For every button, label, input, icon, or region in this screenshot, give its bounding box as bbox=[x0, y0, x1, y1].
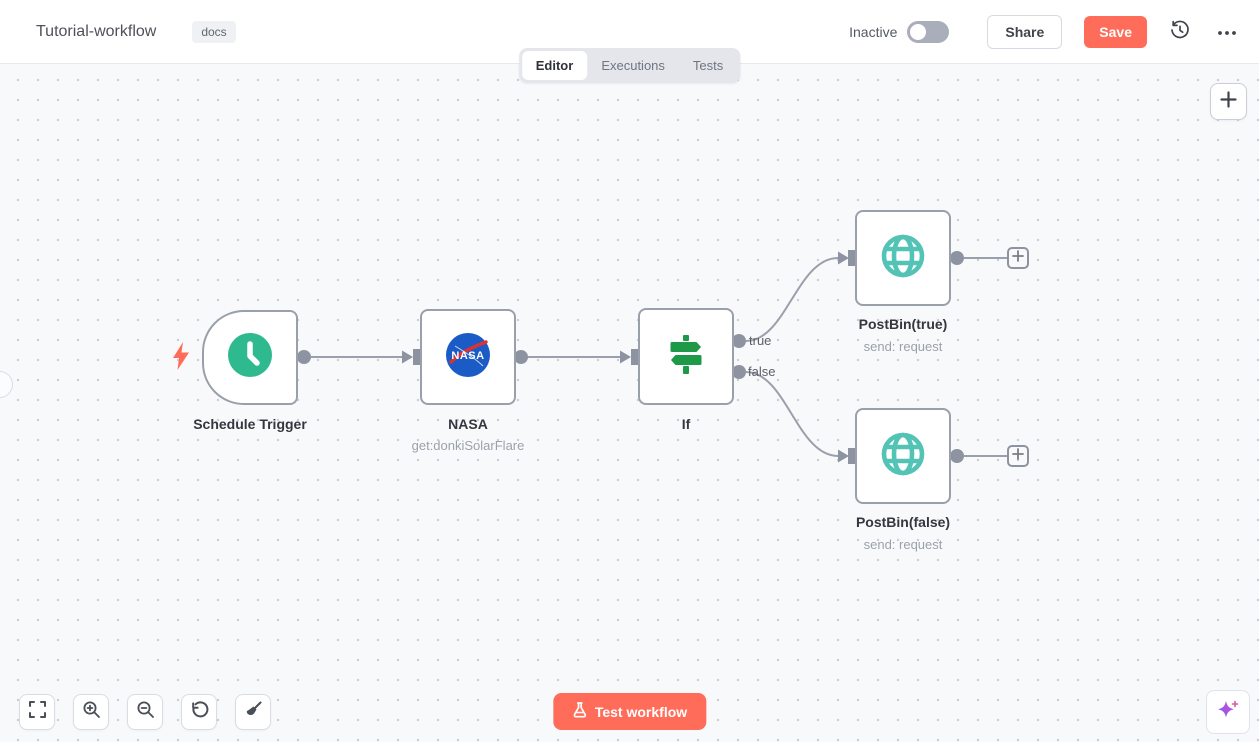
globe-icon bbox=[879, 232, 927, 285]
share-button[interactable]: Share bbox=[987, 14, 1063, 49]
node-subtitle-postbin-false: send: request bbox=[863, 537, 943, 552]
zoom-out-button[interactable] bbox=[127, 694, 163, 730]
add-node-button[interactable] bbox=[1210, 83, 1247, 120]
header: Tutorial-workflow docs Inactive Share Sa… bbox=[0, 0, 1259, 64]
connection-edges bbox=[297, 250, 1007, 464]
plus-icon bbox=[1012, 250, 1024, 266]
node-label-postbin-false: PostBin(false) bbox=[855, 514, 951, 530]
add-node-from-postbin-false-button[interactable] bbox=[1007, 445, 1029, 467]
more-options-button[interactable] bbox=[1213, 18, 1241, 46]
reset-zoom-icon bbox=[190, 700, 209, 724]
fit-view-button[interactable] bbox=[19, 694, 55, 730]
reset-zoom-button[interactable] bbox=[181, 694, 217, 730]
globe-icon bbox=[879, 430, 927, 483]
clock-icon bbox=[227, 332, 273, 383]
ai-assistant-button[interactable] bbox=[1206, 690, 1250, 734]
tab-executions[interactable]: Executions bbox=[601, 58, 665, 73]
plus-icon bbox=[1012, 448, 1024, 464]
output-label-false: false bbox=[748, 364, 776, 379]
ai-sparkle-icon bbox=[1215, 697, 1241, 728]
tidy-up-icon bbox=[244, 700, 263, 724]
status-label: Inactive bbox=[849, 23, 898, 40]
node-label-if: If bbox=[681, 416, 691, 432]
add-node-from-postbin-true-button[interactable] bbox=[1007, 247, 1029, 269]
canvas-controls bbox=[19, 694, 271, 730]
zoom-in-button[interactable] bbox=[73, 694, 109, 730]
node-schedule-trigger[interactable] bbox=[202, 310, 298, 405]
node-subtitle-postbin-true: send: request bbox=[863, 339, 943, 354]
lightning-icon bbox=[171, 341, 191, 376]
svg-text:NASA: NASA bbox=[451, 350, 484, 362]
node-label-postbin-true: PostBin(true) bbox=[858, 316, 948, 332]
tab-tests[interactable]: Tests bbox=[692, 58, 724, 73]
node-label-schedule-trigger: Schedule Trigger bbox=[193, 416, 307, 432]
nasa-logo-icon: NASA bbox=[445, 332, 491, 383]
test-workflow-button[interactable]: Test workflow bbox=[552, 693, 707, 730]
workflow-tag-docs[interactable]: docs bbox=[192, 20, 236, 43]
active-toggle[interactable] bbox=[907, 20, 950, 43]
view-tabs: Editor Executions Tests bbox=[518, 48, 741, 83]
plus-icon bbox=[1220, 90, 1237, 113]
node-subtitle-nasa: get:donkiSolarFlare bbox=[411, 438, 525, 453]
node-nasa[interactable]: NASA bbox=[420, 309, 516, 405]
zoom-in-icon bbox=[82, 700, 101, 724]
header-actions: Inactive Share Save bbox=[849, 14, 1241, 49]
node-postbin-true[interactable] bbox=[855, 210, 951, 306]
tab-editor[interactable]: Editor bbox=[521, 51, 588, 80]
test-workflow-label: Test workflow bbox=[594, 703, 688, 720]
fit-view-icon bbox=[28, 700, 47, 724]
workflow-title[interactable]: Tutorial-workflow bbox=[36, 22, 157, 40]
signpost-icon bbox=[663, 331, 709, 382]
node-postbin-false[interactable] bbox=[855, 408, 951, 504]
save-button[interactable]: Save bbox=[1084, 15, 1147, 48]
tidy-up-button[interactable] bbox=[235, 694, 271, 730]
flask-icon bbox=[572, 702, 587, 721]
output-label-true: true bbox=[749, 333, 772, 348]
zoom-out-icon bbox=[136, 700, 155, 724]
node-if[interactable] bbox=[638, 308, 734, 405]
ellipsis-icon bbox=[1217, 24, 1237, 39]
toggle-knob bbox=[910, 23, 927, 40]
history-icon bbox=[1169, 19, 1191, 44]
node-label-nasa: NASA bbox=[448, 416, 488, 432]
history-button[interactable] bbox=[1166, 18, 1194, 46]
workflow-canvas[interactable]: Schedule Trigger NASA NASA get:donkiSola… bbox=[0, 64, 1259, 742]
left-edge-handle[interactable] bbox=[0, 371, 13, 398]
